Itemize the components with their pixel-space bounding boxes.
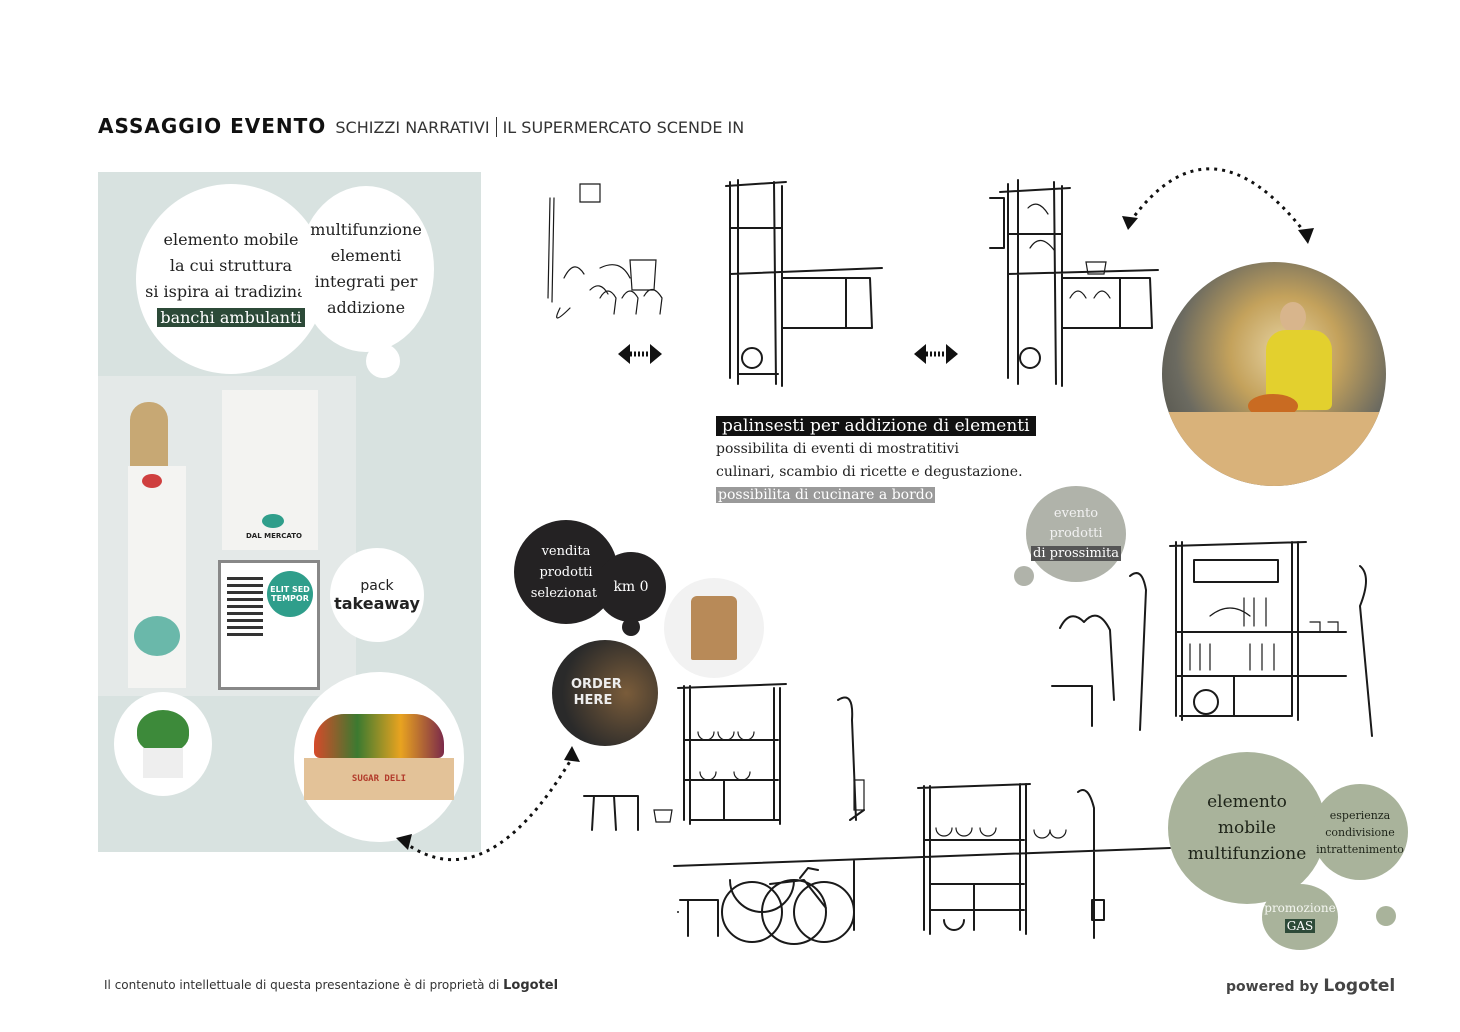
page-header: ASSAGGIO EVENTO SCHIZZI NARRATIVI IL SUPE… [98, 114, 744, 138]
carrier-box-photo [664, 578, 764, 678]
km0-bubble: km 0 [596, 552, 666, 622]
pack-label: pack [360, 577, 394, 594]
experience-line-1: esperienza [1329, 808, 1391, 822]
header-divider [495, 117, 497, 137]
mobile-element-bubble: elemento mobile la cui struttura si ispi… [136, 184, 326, 374]
page-subtitle-1: SCHIZZI NARRATIVI [335, 118, 490, 137]
evento-line-2: prodotti [1049, 526, 1103, 541]
cart-lines [583, 683, 865, 831]
thought-dot [366, 344, 400, 378]
experience-bubble: esperienza condivisione intrattenimento [1312, 784, 1408, 880]
evento-bubble: evento prodotti di prossimita [1026, 486, 1126, 582]
crate-box: SUGAR DELI [304, 758, 454, 800]
empty-cart-sketch [725, 179, 883, 387]
double-arrow-icon [618, 344, 662, 364]
evento-highlight: di prossimita [1031, 546, 1121, 561]
multifunction-cart-line-3: multifunzione [1187, 844, 1307, 864]
copyright-brand: Logotel [503, 978, 559, 993]
multifunction-cart-bubble: elemento mobile multifunzione [1168, 752, 1326, 904]
cart-frame-2 [989, 179, 1159, 387]
cooking-photo [1162, 262, 1386, 486]
powered-by-brand: Logotel [1323, 976, 1396, 996]
person-head [1280, 302, 1306, 332]
experience-line-3: intrattenimento [1316, 842, 1404, 856]
sketch-strokes [547, 183, 663, 319]
takeaway-label: takeaway [334, 593, 420, 613]
mobile-element-highlight: banchi ambulanti [157, 308, 305, 327]
palinsesti-block: palinsesti per addizione di elementi pos… [716, 414, 1036, 507]
basil-pot [143, 748, 183, 778]
produce-strokes [653, 731, 865, 823]
counter [1162, 412, 1386, 486]
footer-copyright: Il contenuto intellettuale di questa pre… [104, 978, 558, 993]
mobile-element-line-3: si ispira ai tradizinali [145, 282, 317, 301]
long-cart-produce [935, 827, 1067, 839]
logo-mark [142, 474, 162, 488]
equipped-cart-sketch [989, 179, 1159, 387]
dotted-arrow-icon [396, 746, 580, 862]
event-scene-sketch [1051, 541, 1373, 737]
thought-dot-grey [1014, 566, 1034, 586]
vendita-line-2: prodotti [539, 564, 593, 580]
order-here-photo: ORDER HERE [552, 640, 658, 746]
multifunction-line-1: multifunzione [310, 220, 422, 239]
palinsesti-highlight: possibilita di cucinare a bordo [716, 487, 936, 503]
dotted-arc-arrow-icon [1122, 167, 1314, 244]
bike-wheel-back [793, 881, 855, 943]
multifunction-cart-line-1: elemento [1207, 792, 1287, 812]
powered-by-text: powered by [1226, 979, 1319, 995]
poster-text-lines [227, 577, 263, 637]
cart-elements-sketch [547, 183, 663, 319]
order-here-sign: ORDER HERE [571, 677, 622, 708]
multifunction-bubble: multifunzione elementi integrati per add… [298, 186, 434, 352]
promotion-bubble: promozione GAS [1262, 884, 1338, 950]
bag-print [134, 616, 180, 656]
bag-logo-mark [262, 514, 284, 528]
double-arrow-icon-2 [914, 344, 958, 364]
promotion-label: promozione [1264, 901, 1336, 915]
vegetables [314, 714, 444, 758]
poster-badge: ELIT SED TEMPOR [267, 571, 313, 617]
thought-dot-sage [1376, 906, 1396, 926]
vendita-line-1: vendita [541, 543, 591, 559]
page-title: ASSAGGIO EVENTO [98, 114, 327, 138]
evento-line-1: evento [1053, 506, 1099, 521]
copyright-text: Il contenuto intellettuale di questa pre… [104, 978, 500, 992]
palinsesti-line-1: possibilita di eventi di mostratitivi [716, 441, 960, 457]
multifunction-cart-line-2: mobile [1217, 818, 1277, 838]
mobile-element-line-2: la cui struttura [169, 256, 293, 275]
menu-poster: ELIT SED TEMPOR [218, 560, 320, 690]
multifunction-line-2: elementi [330, 246, 402, 265]
long-cart-sketch [673, 783, 1171, 945]
footer-powered-by: powered by Logotel [1226, 976, 1395, 996]
gas-highlight: GAS [1284, 919, 1316, 933]
market-cart-sketch [583, 683, 865, 831]
carrier-box [691, 596, 737, 660]
paper-bag-wide: DAL MERCATO [222, 390, 318, 550]
basil-photo [114, 692, 212, 796]
scene-lines [1051, 541, 1373, 737]
long-cart-lines [673, 783, 1171, 945]
concept-panel: elemento mobile la cui struttura si ispi… [98, 172, 481, 852]
vendita-line-3: selezionati [530, 585, 602, 601]
multifunction-line-4: addizione [326, 298, 406, 317]
pack-takeaway-bubble: pack takeaway [330, 548, 424, 642]
vegetable-crate-photo: SUGAR DELI [294, 672, 464, 842]
multifunction-line-3: integrati per [314, 272, 418, 291]
packaging-photo: DAL MERCATO ELIT SED TEMPOR [98, 376, 356, 696]
bottle-strokes [1189, 597, 1339, 671]
bike-wheel-front [721, 881, 783, 943]
palinsesti-title: palinsesti per addizione di elementi [716, 416, 1036, 436]
experience-line-2: condivisione [1325, 825, 1395, 839]
mobile-element-line-1: elemento mobile [163, 230, 299, 249]
basil-leaves [137, 710, 189, 752]
palinsesti-line-2: culinari, scambio di ricette e degustazi… [716, 464, 1023, 480]
cart-contents [1027, 203, 1111, 299]
thought-dot-dark [622, 618, 640, 636]
cart-frame [725, 179, 883, 387]
bag-logo-text: DAL MERCATO [246, 532, 302, 540]
page-subtitle-2: IL SUPERMERCATO SCENDE IN [502, 118, 745, 137]
paper-bag-tall [128, 466, 186, 688]
